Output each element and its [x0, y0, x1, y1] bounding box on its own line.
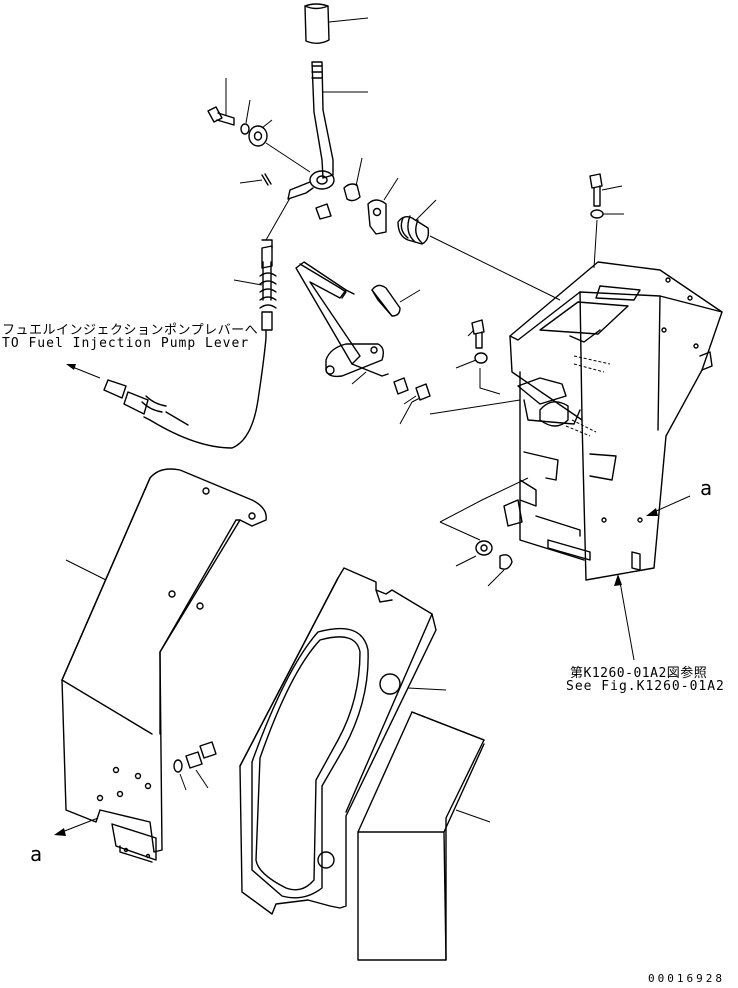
leader-flat-washer	[261, 119, 273, 129]
leader-clevis	[383, 177, 399, 201]
leader-shaft	[399, 289, 421, 303]
arrow-see-fig	[614, 574, 635, 661]
block-cover	[357, 711, 485, 961]
leader-cover-bolt-b	[195, 769, 209, 789]
leader-circlip	[487, 569, 505, 587]
rubber-boot	[397, 215, 430, 245]
leader-lock-washer	[245, 99, 251, 124]
pump-lever-label-jp: フュエルインジェクションポンプレバーへ	[2, 323, 259, 338]
top-bolt	[589, 173, 603, 207]
flat-washer	[248, 125, 268, 147]
lock-washer	[240, 123, 250, 135]
bushing	[343, 183, 361, 202]
leader-bushing-to-box	[429, 399, 521, 415]
leader-washer-chain	[439, 477, 529, 541]
bracket-washer	[474, 352, 488, 364]
bracket-bolt	[471, 319, 485, 349]
leader-assembly	[265, 142, 311, 173]
leader-block-cover	[455, 809, 491, 823]
leader-bushing	[355, 157, 363, 187]
leader-floor-panel	[407, 687, 447, 691]
leader-box-washer	[455, 555, 477, 567]
circlip	[499, 554, 513, 570]
top-washer	[590, 209, 604, 219]
leader-left-cover	[65, 559, 107, 581]
leader-boot-to-box	[429, 235, 561, 301]
lever-knob	[304, 3, 330, 44]
arrow-to-pump	[66, 364, 101, 379]
leader-rubber-boot	[415, 199, 437, 221]
arrow-view-a-right	[646, 495, 691, 516]
leader-cotter-pin	[239, 179, 263, 184]
linkage-arm	[295, 261, 389, 378]
bushing-pair	[393, 377, 431, 401]
control-lever	[287, 61, 335, 200]
leader-cable	[233, 279, 263, 286]
lever-bolt	[207, 106, 235, 126]
clevis-pin	[315, 203, 332, 220]
leader-cover-bolt	[179, 773, 187, 791]
leader-bushing-fork	[403, 395, 421, 405]
leader-top-bolt	[601, 185, 623, 191]
leader-bushing-pair	[399, 401, 413, 425]
pump-lever-label-en: TO Fuel Injection Pump Lever	[2, 336, 250, 351]
leader-top-washer-chain	[593, 219, 598, 269]
leader-bracket-bolt-chain	[479, 368, 501, 395]
see-fig-label-en: See Fig.K1260-01A2	[566, 679, 725, 694]
shaft	[371, 284, 401, 317]
view-a-label-left: a	[30, 842, 43, 866]
left-cover	[61, 468, 267, 863]
throttle-cable	[103, 239, 277, 449]
leader-bracket-washer	[455, 359, 477, 369]
cotter-pin	[261, 173, 272, 186]
view-a-label-right: a	[700, 476, 713, 500]
see-fig-label-jp: 第K1260-01A2図参照	[570, 666, 708, 681]
leader-knob	[328, 17, 369, 23]
drawing-number: 00016928	[648, 972, 725, 985]
leader-bracket-bolt	[467, 329, 475, 337]
leader-cable-top	[265, 197, 291, 241]
floor-panel	[239, 567, 437, 915]
box-washer	[475, 540, 493, 556]
cover-bolt	[173, 741, 217, 773]
control-box	[503, 261, 723, 581]
clevis	[367, 199, 387, 235]
leader-linkage	[351, 371, 367, 385]
arrow-view-a-left	[54, 817, 99, 836]
